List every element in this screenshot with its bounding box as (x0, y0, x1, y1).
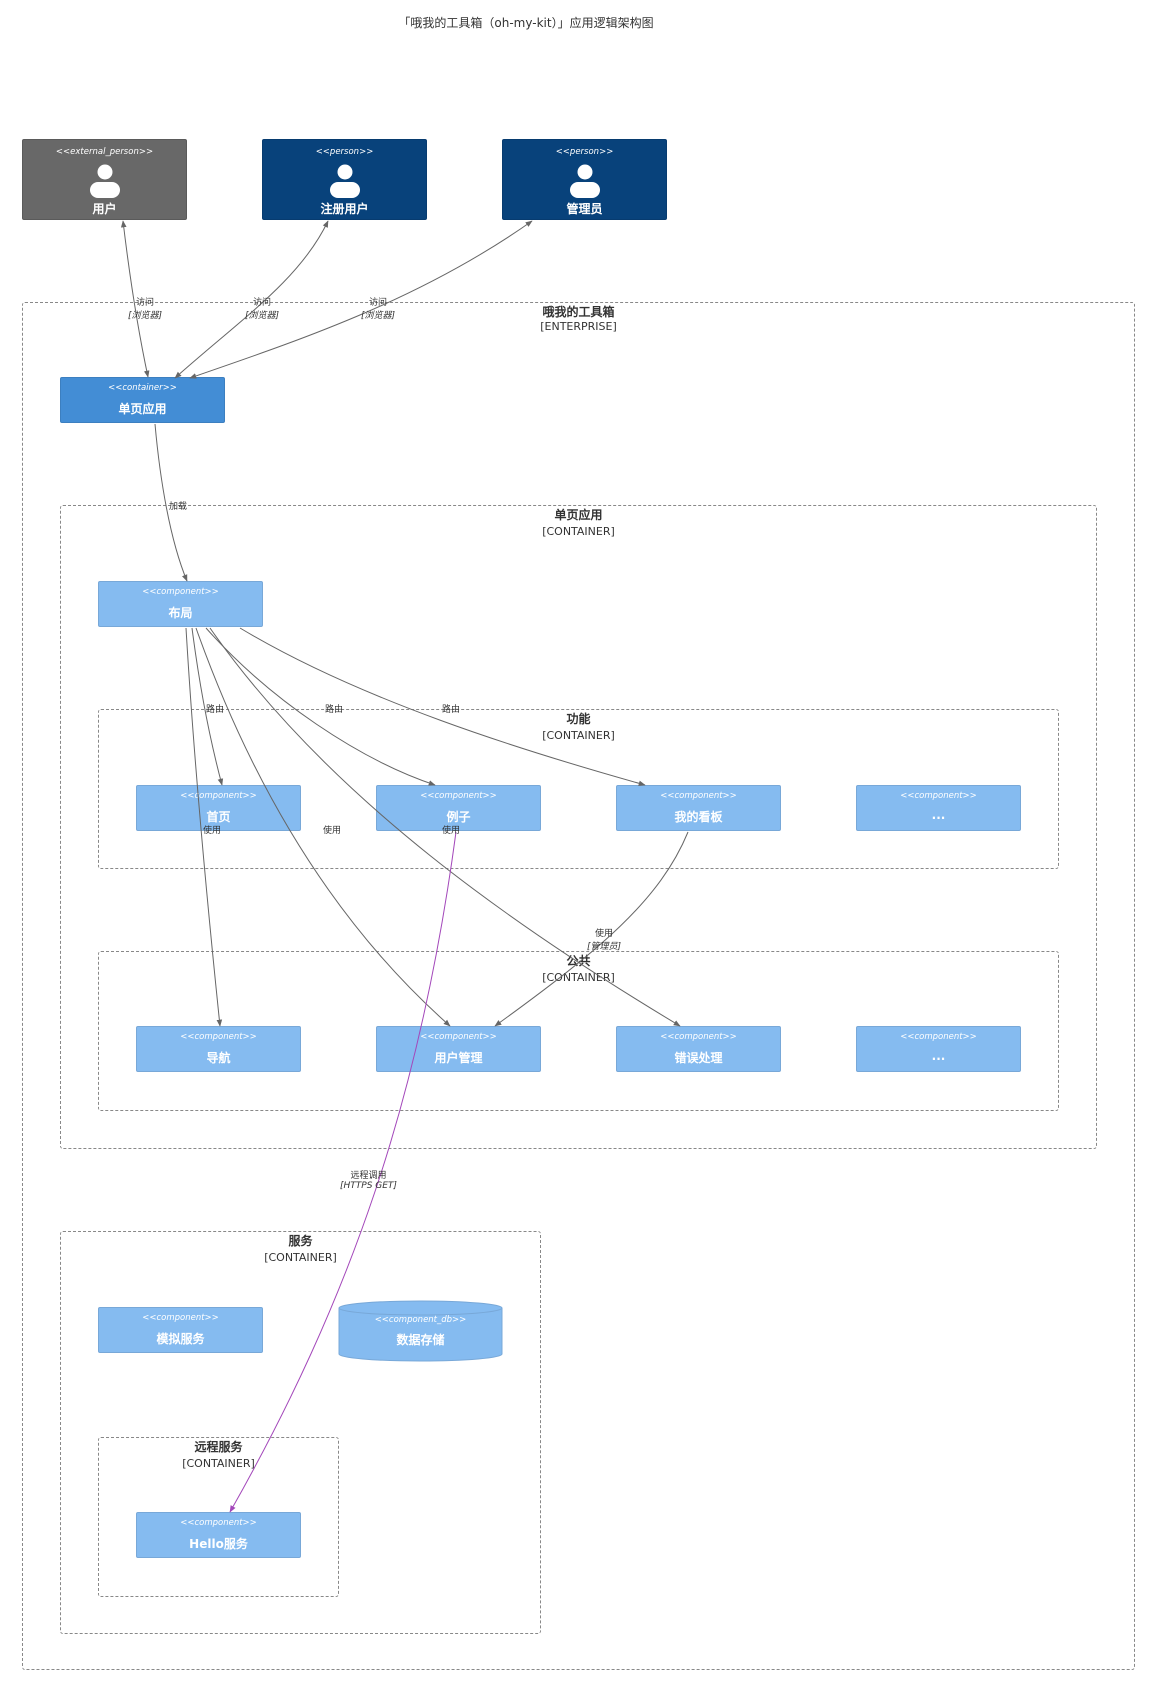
services-boundary-title: 服务 (288, 1234, 313, 1248)
edge-admin-spa (189, 220, 533, 379)
component-layout[interactable]: <<component>> 布局 (98, 581, 263, 627)
edge-label: 使用 (323, 826, 342, 836)
node-name: 错误处理 (674, 1051, 723, 1065)
node-name: 数据存储 (396, 1333, 445, 1347)
person-user[interactable]: <<external_person>> 用户 (22, 139, 187, 220)
node-stereotype: <<component>> (900, 1032, 977, 1042)
edge-spa-layout (154, 423, 188, 582)
component-nav[interactable]: <<component>> 导航 (136, 1026, 301, 1072)
services-boundary-tech: [CONTAINER] (264, 1251, 337, 1264)
node-stereotype: <<component>> (660, 791, 737, 801)
enterprise-boundary-title: 哦我的工具箱 (542, 305, 615, 319)
edge-user-spa (120, 220, 150, 378)
node-name: 我的看板 (674, 810, 723, 824)
node-name: 单页应用 (118, 402, 167, 416)
node-stereotype: <<component>> (180, 1032, 257, 1042)
component-feature-more[interactable]: <<component>> ... (856, 785, 1021, 831)
remote-boundary-tech: [CONTAINER] (182, 1457, 255, 1470)
node-stereotype: <<component>> (180, 1518, 257, 1528)
spa-boundary-tech: [CONTAINER] (542, 525, 615, 538)
features-boundary: 功能 [CONTAINER] (98, 709, 1059, 869)
remote-boundary-title: 远程服务 (194, 1440, 243, 1454)
node-stereotype: <<component_db>> (374, 1315, 467, 1325)
edge-label: 使用 (203, 826, 222, 836)
person-icon (89, 164, 120, 198)
person-name: 注册用户 (320, 202, 369, 216)
edge-layout-example (205, 627, 436, 786)
person-icon (569, 164, 600, 198)
person-stereotype: <<external_person>> (55, 147, 154, 157)
enterprise-boundary: 哦我的工具箱 [ENTERPRISE] (22, 302, 1135, 1670)
edge-layout-nav (185, 627, 223, 1027)
edge-dashboard-user-management (494, 831, 689, 1027)
node-name: 导航 (206, 1051, 231, 1065)
component-user-management[interactable]: <<component>> 用户管理 (376, 1026, 541, 1072)
person-icon (329, 164, 360, 198)
edge-example-hello (229, 831, 457, 1513)
edge-label: 远程调用[HTTPS GET] (340, 1171, 397, 1191)
edge-label: 路由 (325, 705, 344, 715)
node-stereotype: <<component>> (180, 791, 257, 801)
edge-label: 使用 (442, 826, 461, 836)
services-boundary: 服务 [CONTAINER] (60, 1231, 541, 1634)
node-name: 例子 (446, 810, 471, 824)
node-name: ... (931, 1049, 946, 1063)
component-mock-service[interactable]: <<component>> 模拟服务 (98, 1307, 263, 1353)
edge-layout-home (191, 627, 224, 786)
edge-label: 路由 (206, 705, 225, 715)
edge-label: 访问[浏览器] (128, 298, 163, 321)
database-cylinder-icon (338, 1300, 503, 1362)
node-name: 首页 (206, 810, 231, 824)
node-name: Hello服务 (189, 1537, 248, 1551)
person-stereotype: <<person>> (315, 147, 374, 157)
spa-boundary: 单页应用 [CONTAINER] (60, 505, 1097, 1149)
node-name: 模拟服务 (156, 1332, 205, 1346)
node-stereotype: <<container>> (108, 383, 177, 393)
node-stereotype: <<component>> (420, 791, 497, 801)
edge-label: 访问[浏览器] (245, 298, 280, 321)
diagram-title: 「哦我的工具箱（oh-my-kit）」应用逻辑架构图 (398, 16, 654, 30)
component-example[interactable]: <<component>> 例子 (376, 785, 541, 831)
node-stereotype: <<component>> (420, 1032, 497, 1042)
component-data-store[interactable]: <<component_db>> 数据存储 (338, 1300, 503, 1362)
component-common-more[interactable]: <<component>> ... (856, 1026, 1021, 1072)
component-dashboard[interactable]: <<component>> 我的看板 (616, 785, 781, 831)
node-stereotype: <<component>> (660, 1032, 737, 1042)
container-spa[interactable]: <<container>> 单页应用 (60, 377, 225, 423)
features-boundary-title: 功能 (566, 712, 591, 726)
enterprise-boundary-tech: [ENTERPRISE] (540, 320, 617, 333)
person-registered-user[interactable]: <<person>> 注册用户 (262, 139, 427, 220)
edge-label: 加载 (169, 502, 188, 512)
edge-label: 路由 (442, 705, 461, 715)
component-hello-service[interactable]: <<component>> Hello服务 (136, 1512, 301, 1558)
spa-boundary-title: 单页应用 (554, 508, 603, 522)
person-name: 用户 (92, 202, 117, 216)
edge-layout-user-management (195, 627, 451, 1027)
node-name: ... (931, 808, 946, 822)
node-name: 用户管理 (434, 1051, 483, 1065)
edge-label: 使用[管理员] (587, 929, 622, 952)
node-stereotype: <<component>> (142, 587, 219, 597)
edge-layout-error-handling (209, 627, 681, 1027)
features-boundary-tech: [CONTAINER] (542, 729, 615, 742)
person-stereotype: <<person>> (555, 147, 614, 157)
node-stereotype: <<component>> (900, 791, 977, 801)
person-name: 管理员 (566, 202, 603, 216)
node-name: 布局 (168, 606, 193, 620)
remote-boundary: 远程服务 [CONTAINER] (98, 1437, 339, 1597)
component-error-handling[interactable]: <<component>> 错误处理 (616, 1026, 781, 1072)
edge-label: 访问[浏览器] (361, 298, 396, 321)
node-stereotype: <<component>> (142, 1313, 219, 1323)
person-admin[interactable]: <<person>> 管理员 (502, 139, 667, 220)
edge-layout-dashboard (239, 627, 646, 786)
